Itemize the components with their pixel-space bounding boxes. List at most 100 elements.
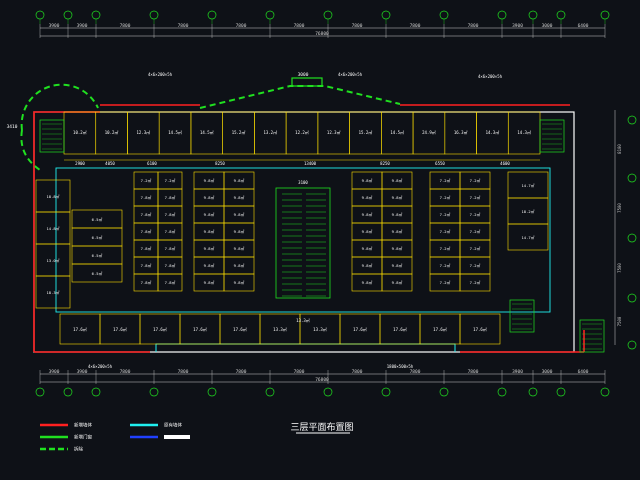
dim-label: 3900 xyxy=(77,369,88,375)
room-area: 14.3㎡ xyxy=(486,129,500,135)
stall-area: 7.8㎡ xyxy=(165,246,176,251)
dim-label: 7800 xyxy=(410,369,421,375)
stall xyxy=(223,273,255,292)
mid-dim: 4050 xyxy=(105,161,115,166)
dim-label: 7800 xyxy=(468,369,479,375)
axis-bubble-bottom xyxy=(439,387,449,397)
stall-area: 9.8㎡ xyxy=(204,178,215,183)
right-area: 18.2㎡ xyxy=(522,209,535,214)
corridor-outline xyxy=(55,167,551,313)
dim-label: 3900 xyxy=(77,23,88,29)
left-area: 14.8㎡ xyxy=(47,226,60,231)
axis-bubble-top xyxy=(497,10,507,20)
stair xyxy=(539,119,565,153)
stall-area: 7.2㎡ xyxy=(470,212,481,217)
stall-area: 9.8㎡ xyxy=(204,195,215,200)
room-area: 12.3㎡ xyxy=(137,129,151,135)
room-area: 17.6㎡ xyxy=(153,326,167,332)
dim-label: 7800 xyxy=(352,369,363,375)
stall xyxy=(157,273,183,292)
room-area: 14.5㎡ xyxy=(168,129,182,135)
stall-area: 7.2㎡ xyxy=(440,178,451,183)
stall-area: 9.8㎡ xyxy=(204,212,215,217)
stall-area: 7.8㎡ xyxy=(141,280,152,285)
dim-label: 7800 xyxy=(178,23,189,29)
dim-label: 6400 xyxy=(578,23,589,29)
stall-area: 7.2㎡ xyxy=(165,178,176,183)
room-area: 14.5㎡ xyxy=(200,129,214,135)
stall-area: 7.8㎡ xyxy=(165,229,176,234)
stall-area: 7.2㎡ xyxy=(440,195,451,200)
stall-area: 9.8㎡ xyxy=(234,178,245,183)
axis-bubble-top xyxy=(35,10,45,20)
stall-area: 7.8㎡ xyxy=(165,195,176,200)
stall-area: 7.2㎡ xyxy=(470,195,481,200)
mid-dim: 4600 xyxy=(500,161,510,166)
side-area: 6.5㎡ xyxy=(92,235,103,240)
top-note: 4×6×200×5h xyxy=(478,74,503,79)
room-area: 12.2㎡ xyxy=(295,129,309,135)
side-stall xyxy=(71,263,123,283)
stall-area: 7.2㎡ xyxy=(440,229,451,234)
side-area: 6.5㎡ xyxy=(92,217,103,222)
dim-label: 6400 xyxy=(578,369,589,375)
mid-dim: 6100 xyxy=(147,161,157,166)
dim-right-label: 7500 xyxy=(617,203,622,213)
legend-label: 新增墙体 xyxy=(74,422,92,429)
room-area: 16.3㎡ xyxy=(454,129,468,135)
room-area: 15.2㎡ xyxy=(232,129,246,135)
stall-area: 9.8㎡ xyxy=(362,229,373,234)
axis-bubble-bottom xyxy=(63,387,73,397)
stall-area: 9.8㎡ xyxy=(204,280,215,285)
stall-area: 9.8㎡ xyxy=(204,229,215,234)
room-area: 24.9㎡ xyxy=(422,129,436,135)
right-area: 14.7㎡ xyxy=(522,183,535,188)
dim-label: 3900 xyxy=(512,369,523,375)
room-area: 15.2㎡ xyxy=(359,129,373,135)
axis-bubble-top xyxy=(556,10,566,20)
stall-area: 9.8㎡ xyxy=(234,280,245,285)
dim-total-label: 76800 xyxy=(315,31,329,37)
stall-area: 9.8㎡ xyxy=(204,263,215,268)
stall-area: 9.8㎡ xyxy=(234,263,245,268)
mid-dim: 2900 xyxy=(75,161,85,166)
stall-area: 9.8㎡ xyxy=(392,229,403,234)
room-area: 17.6㎡ xyxy=(113,326,127,332)
left-area: 13.0㎡ xyxy=(47,258,60,263)
room-area: 13.3㎡ xyxy=(313,326,327,332)
escalator-well xyxy=(275,187,331,299)
dim-label: 7800 xyxy=(120,23,131,29)
dim-label: 7800 xyxy=(294,23,305,29)
room-area: 10.2㎡ xyxy=(105,129,119,135)
legend-label: 新增门窗 xyxy=(74,434,92,441)
stall-area: 7.8㎡ xyxy=(165,263,176,268)
axis-bubble-top xyxy=(207,10,217,20)
shop-room xyxy=(459,313,501,345)
room-area: 17.6㎡ xyxy=(433,326,447,332)
axis-bubble-bottom xyxy=(600,387,610,397)
axis-bubble-bottom xyxy=(91,387,101,397)
axis-bubble-right xyxy=(627,293,637,303)
stall-area: 7.2㎡ xyxy=(470,280,481,285)
stall-area: 9.8㎡ xyxy=(392,246,403,251)
stair xyxy=(579,319,605,353)
center-label: 13.3㎡ xyxy=(296,317,310,323)
building-wall xyxy=(33,111,575,353)
dim-label: 3900 xyxy=(512,23,523,29)
axis-bubble-bottom xyxy=(497,387,507,397)
axis-bubble-bottom xyxy=(149,387,159,397)
axis-group xyxy=(35,10,637,397)
stall-area: 7.2㎡ xyxy=(470,263,481,268)
dim-label: 7800 xyxy=(410,23,421,29)
left-area: 18.8㎡ xyxy=(47,194,60,199)
dim-label: 3000 xyxy=(542,369,553,375)
left-room xyxy=(35,275,71,309)
stall-area: 9.8㎡ xyxy=(234,229,245,234)
canopy-top-box xyxy=(291,77,323,87)
stall-area: 7.8㎡ xyxy=(141,195,152,200)
axis-bubble-top xyxy=(528,10,538,20)
room-area: 17.6㎡ xyxy=(233,326,247,332)
left-note: 3410 xyxy=(7,124,18,130)
dim-label: 3900 xyxy=(49,369,60,375)
